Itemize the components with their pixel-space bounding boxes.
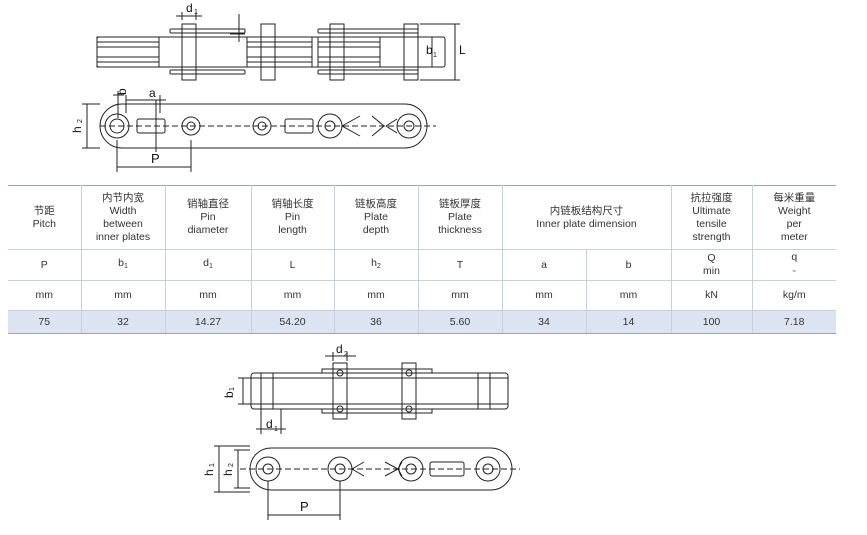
svg-text:1: 1 [194,9,198,16]
svg-text:1: 1 [209,463,216,467]
a-label: a [149,86,156,100]
svg-text:1: 1 [433,52,437,59]
value-cell: 14 [586,310,672,334]
svg-text:2: 2 [77,119,84,123]
d1-label: d [266,417,273,431]
b1-label: b [222,391,236,398]
unit-cell: mm [81,280,166,311]
value-cell: 54.20 [251,310,335,334]
sym-cell: L [251,249,335,281]
unit-cell: mm [165,280,252,311]
value-cell: 7.18 [752,310,836,334]
svg-text:2: 2 [228,463,235,467]
d2-label: d [336,342,343,356]
b1-label: b [426,43,433,57]
value-cell: 34 [502,310,587,334]
sym-cell: a [502,249,587,281]
value-cell: 14.27 [165,310,252,334]
value-cell: 100 [671,310,753,334]
sym-cell: P [8,249,82,281]
h1-label: h [202,469,216,476]
d1-label: d [186,1,193,15]
sym-cell: b [586,249,672,281]
value-cell: 32 [81,310,166,334]
unit-cell: mm [418,280,503,311]
unit-cell: mm [502,280,587,311]
unit-cell: kg/m [752,280,836,311]
unit-cell: kN [671,280,753,311]
svg-text:2: 2 [344,351,348,358]
unit-row: mm mm mm mm mm mm mm mm kN kg/m [8,280,836,311]
sym-cell: T [418,249,503,281]
sym-cell: q≈ [752,249,836,281]
unit-cell: mm [334,280,419,311]
value-cell: 5.60 [418,310,503,334]
unit-cell: mm [8,280,82,311]
sym-cell: b1 [81,249,166,281]
L-label: L [459,43,466,57]
svg-text:1: 1 [229,387,236,391]
value-row: 75 32 14.27 54.20 36 5.60 34 14 100 7.18 [8,310,836,334]
svg-text:1: 1 [274,426,278,433]
unit-cell: mm [586,280,672,311]
chain-drawing-bottom: d 2 b 1 d 1 h 1 h 2 P [202,342,520,520]
sym-cell: d1 [165,249,252,281]
h2-label: h [221,469,235,476]
chain-drawing-top: d 1 b 1 L b a h 2 P [70,1,466,172]
P-label: P [151,151,160,166]
h2-label: h [70,126,84,133]
unit-cell: mm [251,280,335,311]
b-label: b [115,88,129,95]
sym-cell: h2 [334,249,419,281]
P-label: P [300,499,309,514]
value-cell: 36 [334,310,419,334]
value-cell: 75 [8,310,82,334]
